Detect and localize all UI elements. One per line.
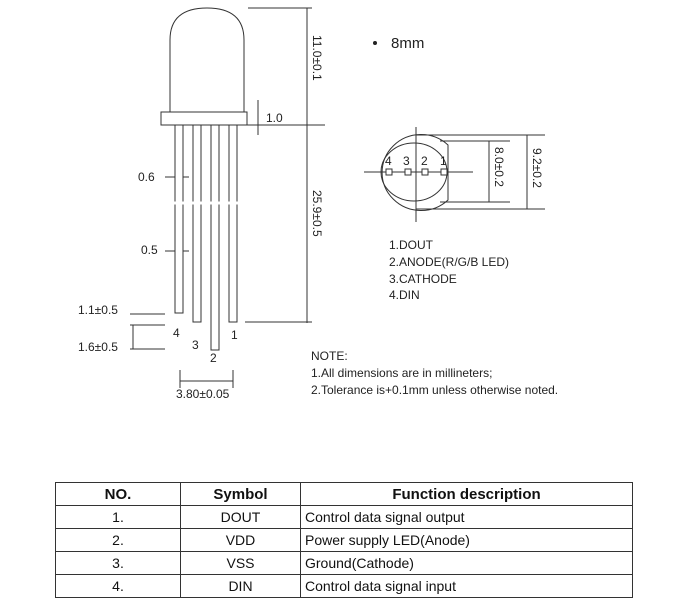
offset2-dim: 1.6±0.5	[78, 340, 118, 354]
cell-symbol: VDD	[180, 528, 301, 552]
size-label: 8mm	[391, 35, 424, 52]
cell-no: 1.	[55, 505, 181, 529]
note-title: NOTE:	[311, 349, 348, 363]
cell-symbol: VSS	[180, 551, 301, 575]
dome-height-dim: 11.0±0.1	[310, 35, 324, 81]
pin-label-4: 4	[173, 326, 180, 340]
top-pin-2: 2	[421, 154, 428, 168]
cell-function: Power supply LED(Anode)	[300, 528, 633, 552]
header-function: Function description	[300, 482, 633, 506]
cell-function: Control data signal output	[300, 505, 633, 529]
top-pin-3: 3	[403, 154, 410, 168]
top-pin-4: 4	[385, 154, 392, 168]
note-item: 2.Tolerance is+0.1mm unless otherwise no…	[311, 383, 558, 397]
header-symbol: Symbol	[180, 482, 301, 506]
cell-symbol: DIN	[180, 574, 301, 598]
notes: NOTE: 1.All dimensions are in millineter…	[311, 349, 558, 397]
pin-function-table: NO. Symbol Function description 1. DOUT …	[55, 482, 633, 598]
cell-no: 4.	[55, 574, 181, 598]
lead-2	[210, 124, 220, 351]
table-header-row: NO. Symbol Function description	[55, 482, 633, 506]
pin-list-item: 1.DOUT	[389, 238, 434, 252]
lead-lower-dim: 0.5	[141, 243, 158, 257]
lead-3	[192, 124, 202, 323]
pin-list-item: 2.ANODE(R/G/B LED)	[389, 255, 509, 269]
led-dimension-drawing: 1.0 11.0±0.1 25.9±0.5 0.6 0.5 1.1±0.5 1.…	[78, 7, 558, 401]
outer-dia-dim: 9.2±0.2	[530, 148, 544, 188]
note-item: 1.All dimensions are in millineters;	[311, 366, 492, 380]
pin-list-item: 4.DIN	[389, 288, 420, 302]
cell-no: 3.	[55, 551, 181, 575]
led-top-view	[364, 127, 473, 222]
lead-4	[174, 124, 184, 314]
cell-no: 2.	[55, 528, 181, 552]
table-row: 3. VSS Ground(Cathode)	[55, 551, 633, 575]
table-row: 4. DIN Control data signal input	[55, 574, 633, 598]
pin-label-2: 2	[210, 351, 217, 365]
pin-label-1: 1	[231, 328, 238, 342]
cell-function: Control data signal input	[300, 574, 633, 598]
lead-length-dim: 25.9±0.5	[310, 190, 324, 237]
cell-symbol: DOUT	[180, 505, 301, 529]
header-no: NO.	[55, 482, 181, 506]
pin-label-3: 3	[192, 338, 199, 352]
lead-upper-dim: 0.6	[138, 170, 155, 184]
cell-function: Ground(Cathode)	[300, 551, 633, 575]
led-side-view	[160, 7, 248, 351]
pin-list: 1.DOUT 2.ANODE(R/G/B LED) 3.CATHODE 4.DI…	[389, 238, 509, 302]
table-row: 1. DOUT Control data signal output	[55, 505, 633, 529]
lead-1	[228, 124, 238, 323]
table-row: 2. VDD Power supply LED(Anode)	[55, 528, 633, 552]
offset1-dim: 1.1±0.5	[78, 303, 118, 317]
flange-dim: 1.0	[266, 111, 283, 125]
pin-list-item: 3.CATHODE	[389, 272, 457, 286]
inner-dia-dim: 8.0±0.2	[492, 147, 506, 187]
pitch-dim: 3.80±0.05	[176, 387, 230, 401]
top-pin-1: 1	[440, 154, 447, 168]
